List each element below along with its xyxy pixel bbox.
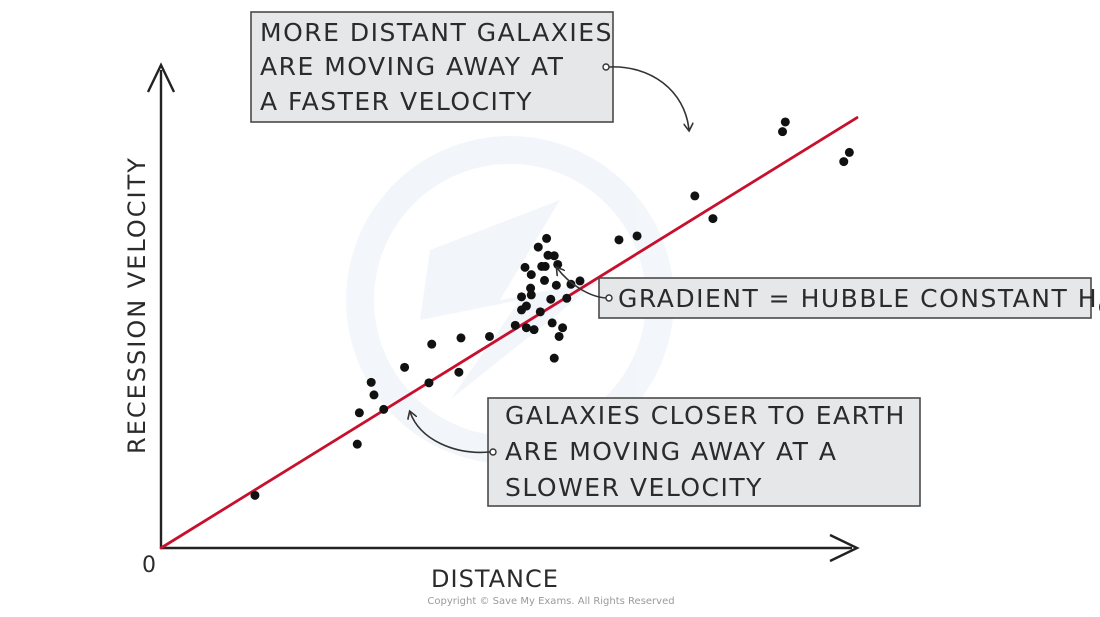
data-point — [400, 362, 410, 372]
data-point — [542, 233, 552, 243]
data-point — [526, 270, 536, 280]
data-point — [510, 320, 520, 330]
data-point — [517, 292, 527, 302]
data-point — [708, 214, 718, 224]
annotation-slower: GALAXIES CLOSER TO EARTH ARE MOVING AWAY… — [410, 397, 921, 507]
x-axis-arrowhead-icon — [829, 533, 860, 563]
annotation-faster-line-3: A FASTER VELOCITY — [260, 87, 533, 116]
annotation-slower-line-3: SLOWER VELOCITY — [505, 473, 763, 502]
data-point — [533, 242, 543, 252]
data-point — [526, 283, 536, 293]
data-point — [427, 339, 437, 349]
annotation-gradient: GRADIENT = HUBBLE CONSTANT H0 — [557, 268, 1100, 319]
data-point — [521, 323, 531, 333]
data-point — [366, 377, 376, 387]
origin-label: 0 — [142, 553, 156, 578]
data-point — [485, 331, 495, 341]
data-point — [520, 262, 530, 272]
data-point — [844, 147, 854, 157]
annotation-faster-pointer-arrow-icon — [608, 66, 689, 130]
data-point — [546, 294, 556, 304]
annotation-slower-box — [487, 397, 921, 507]
copyright-text: Copyright © Save My Exams. All Rights Re… — [427, 596, 674, 607]
annotation-gradient-main: GRADIENT = HUBBLE CONSTANT H — [618, 284, 1098, 313]
annotation-gradient-subscript: 0 — [1098, 298, 1100, 317]
data-point — [549, 353, 559, 363]
annotation-faster-line-2: ARE MOVING AWAY AT — [260, 52, 564, 81]
annotation-gradient-pointer-arrow-icon — [557, 268, 607, 299]
data-point — [540, 261, 550, 271]
annotation-slower-line-1: GALAXIES CLOSER TO EARTH — [505, 401, 906, 430]
annotation-faster-pointer-origin — [602, 63, 610, 71]
data-point — [369, 390, 379, 400]
best-fit-line — [159, 116, 859, 550]
data-point — [690, 191, 700, 201]
data-point — [379, 404, 389, 414]
data-point — [632, 231, 642, 241]
data-point — [778, 127, 788, 137]
annotation-slower-line-2: ARE MOVING AWAY AT A — [505, 437, 837, 466]
annotation-slower-pointer-origin — [489, 448, 497, 456]
data-point — [529, 325, 539, 335]
data-point — [526, 290, 536, 300]
y-axis-arrowhead-icon — [146, 62, 176, 93]
data-point — [521, 301, 531, 311]
data-point — [554, 331, 564, 341]
data-point — [535, 307, 545, 317]
data-point — [424, 378, 434, 388]
data-point — [575, 276, 585, 286]
data-point — [456, 333, 466, 343]
annotation-gradient-box — [598, 277, 1092, 319]
annotation-gradient-pointer-origin — [605, 294, 613, 302]
annotation-faster-line-1: MORE DISTANT GALAXIES — [260, 18, 613, 47]
annotation-slower-pointer-arrow-icon — [410, 412, 491, 454]
x-axis-label: DISTANCE — [431, 565, 559, 593]
y-axis-label: RECESSION VELOCITY — [123, 156, 151, 454]
data-point — [562, 293, 572, 303]
data-points — [250, 117, 854, 500]
data-point — [250, 490, 260, 500]
data-point — [539, 275, 549, 285]
annotation-faster-box — [250, 11, 614, 123]
data-point — [352, 439, 362, 449]
data-point — [547, 318, 557, 328]
data-point — [454, 367, 464, 377]
data-point — [839, 157, 849, 167]
annotation-faster: MORE DISTANT GALAXIES ARE MOVING AWAY AT… — [250, 11, 689, 130]
data-point — [551, 280, 561, 290]
data-point — [549, 251, 559, 261]
data-point — [354, 408, 364, 418]
data-point — [566, 279, 576, 289]
data-point — [780, 117, 790, 127]
data-point — [614, 235, 624, 245]
data-point — [558, 323, 568, 333]
annotation-gradient-text: GRADIENT = HUBBLE CONSTANT H0 — [618, 284, 1100, 317]
